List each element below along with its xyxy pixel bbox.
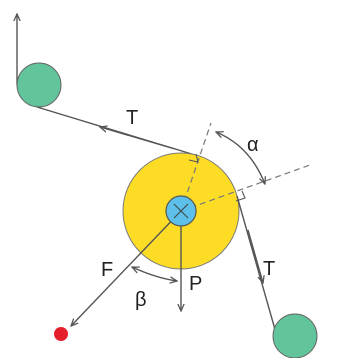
right-angle-marker-upper [188, 153, 199, 163]
lower-green-wheel [272, 313, 318, 358]
force-f-label: F [101, 259, 113, 281]
lower-rope [236, 195, 279, 341]
upper-tension-label: T [126, 107, 138, 129]
upper-green-wheel [16, 62, 62, 108]
beta-angle-arc [132, 267, 177, 281]
alpha-label: α [247, 134, 259, 156]
weight-p-label: P [189, 273, 202, 295]
lower-tension-label: T [263, 258, 275, 280]
hub-cross-line-2 [173, 203, 189, 219]
force-f-arrow [71, 210, 182, 326]
dashed-radius-line-right [180, 164, 311, 212]
lower-tension-arrow [247, 229, 263, 283]
red-point [54, 327, 68, 341]
right-angle-marker-right [235, 190, 246, 202]
upper-tension-arrow [100, 127, 176, 150]
alpha-angle-arc [216, 132, 265, 184]
beta-label: β [135, 289, 147, 311]
